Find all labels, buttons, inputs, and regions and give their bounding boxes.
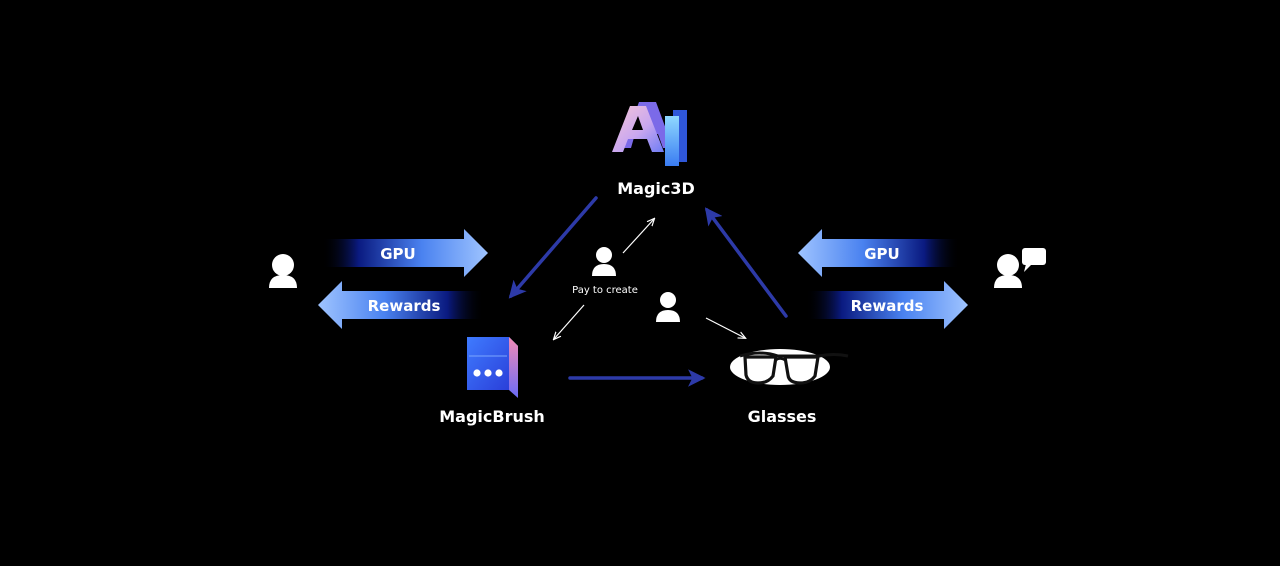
cycle-arrow-magic3d-to-brush	[508, 196, 598, 299]
right-user-chat-icon	[994, 248, 1046, 288]
glasses-icon	[730, 349, 849, 385]
thin-arrow-to-glasses	[705, 317, 745, 338]
device-icon	[467, 337, 518, 398]
left-rewards-label: Rewards	[368, 297, 441, 315]
ai-logo-icon	[612, 102, 687, 166]
left-user-icon	[269, 254, 297, 288]
left-flows: GPU Rewards	[269, 229, 488, 329]
right-gpu-label: GPU	[864, 245, 900, 263]
right-gpu-arrow: GPU	[798, 229, 960, 277]
left-gpu-label: GPU	[380, 245, 416, 263]
magic3d-label: Magic3D	[617, 179, 695, 198]
center-user-icon-b	[656, 292, 680, 322]
thin-arrow-to-brush	[554, 304, 585, 339]
glasses-label: Glasses	[748, 407, 817, 426]
pay-to-create-label: Pay to create	[572, 285, 638, 296]
magicbrush-node: MagicBrush	[439, 337, 545, 426]
cycle-arrows	[508, 196, 788, 387]
magic3d-node: Magic3D	[612, 102, 695, 198]
pay-to-create-group: Pay to create	[554, 219, 745, 339]
center-user-icon-a	[592, 247, 616, 276]
right-rewards-arrow: Rewards	[806, 281, 968, 329]
left-rewards-arrow: Rewards	[318, 281, 484, 329]
thin-arrow-to-magic3d	[622, 219, 654, 254]
glasses-node: Glasses	[730, 349, 849, 426]
cycle-arrow-glasses-to-magic3d	[704, 207, 788, 318]
magicbrush-label: MagicBrush	[439, 407, 545, 426]
left-gpu-arrow: GPU	[322, 229, 488, 277]
right-rewards-label: Rewards	[851, 297, 924, 315]
right-flows: GPU Rewards	[798, 229, 1046, 329]
